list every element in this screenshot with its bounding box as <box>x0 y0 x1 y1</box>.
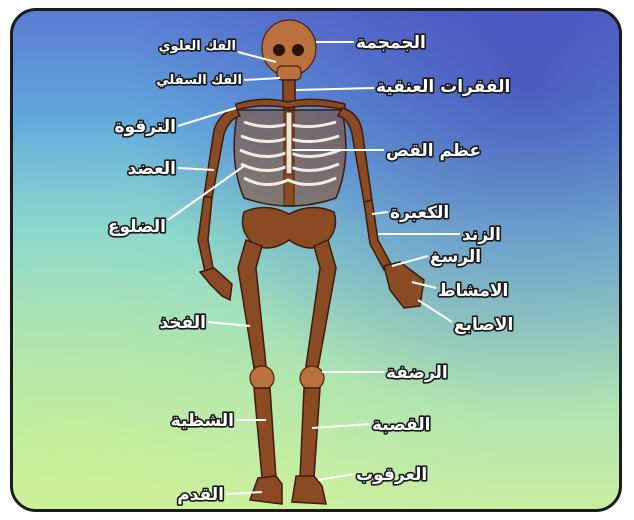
label-femur: الفخذ <box>159 313 206 333</box>
patella-right-shape <box>300 366 324 390</box>
lower-leg-left-shape <box>254 388 276 478</box>
patella-left-shape <box>250 366 274 390</box>
eye-socket-left <box>273 44 285 56</box>
label-sternum: عظم القص <box>386 141 481 161</box>
label-upper-jaw: الفك العلوي <box>159 39 236 54</box>
label-skull: الجمجمة <box>356 33 426 53</box>
leader-wrist <box>392 256 428 266</box>
sternum-shape <box>286 112 292 174</box>
pelvis-shape <box>243 207 336 248</box>
lower-leg-right-shape <box>300 388 320 478</box>
femur-left-shape <box>238 240 266 368</box>
label-ulna: الكعبرة <box>390 203 449 223</box>
label-cervical-vertebrae: الفقرات العنقية <box>376 77 510 97</box>
label-tibia: القصبة <box>372 415 430 435</box>
leader-lower-jaw <box>244 78 280 80</box>
label-wrist: الرسغ <box>430 247 481 267</box>
leader-heel <box>318 474 354 480</box>
hand-left-shape <box>200 268 232 300</box>
leader-cervical <box>296 88 374 90</box>
label-ribs: الضلوع <box>108 217 166 237</box>
label-clavicle: الترقوة <box>114 117 176 137</box>
jaw-shape <box>277 66 301 80</box>
leader-fingers <box>418 300 452 322</box>
label-humerus: العضد <box>128 159 176 179</box>
forearm-left-shape <box>198 196 214 276</box>
label-patella: الرضفة <box>386 363 448 383</box>
eye-socket-right <box>292 44 304 56</box>
label-heel: العرقوب <box>356 465 427 485</box>
label-foot: القدم <box>177 485 224 505</box>
label-radius: الزند <box>462 225 501 245</box>
label-metacarpals: الامشاط <box>438 281 508 301</box>
leader-tibia <box>312 424 370 428</box>
foot-left-shape <box>250 476 282 504</box>
label-fibula: الشظية <box>171 411 234 431</box>
femur-right-shape <box>306 240 336 368</box>
label-fingers: الاصابع <box>454 315 513 335</box>
leader-femur <box>208 322 250 326</box>
label-lower-jaw: الفك السفلي <box>156 73 242 88</box>
